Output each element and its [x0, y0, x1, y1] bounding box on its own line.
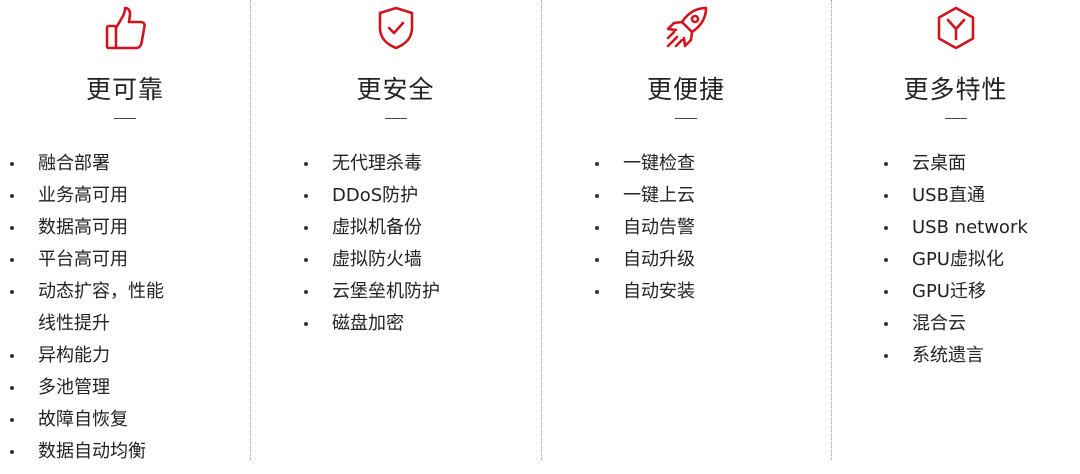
title-divider [114, 118, 136, 119]
thumbs-up-icon [105, 6, 146, 50]
list-item: 一键检查 [593, 148, 695, 180]
list-item: 自动安装 [593, 276, 695, 308]
rocket-icon [666, 6, 708, 48]
list-item: USB network [882, 212, 1028, 244]
feature-list: 融合部署 业务高可用 数据高可用 平台高可用 动态扩容，性能 线性提升 异构能力… [8, 148, 164, 468]
list-item: 平台高可用 [8, 244, 164, 276]
list-item: 云堡垒机防护 [302, 276, 440, 308]
list-item: 多池管理 [8, 372, 164, 404]
list-item: 业务高可用 [8, 180, 164, 212]
list-item: 融合部署 [8, 148, 164, 180]
list-item: DDoS防护 [302, 180, 440, 212]
hexagon-y-icon [937, 6, 974, 50]
title-divider [675, 118, 697, 119]
list-item: 异构能力 [8, 340, 164, 372]
list-item: GPU迁移 [882, 276, 1028, 308]
list-item: 虚拟防火墙 [302, 244, 440, 276]
list-item: USB直通 [882, 180, 1028, 212]
title-divider [944, 118, 967, 119]
list-item: 自动告警 [593, 212, 695, 244]
list-item: 虚拟机备份 [302, 212, 440, 244]
list-item: 无代理杀毒 [302, 148, 440, 180]
list-item: 磁盘加密 [302, 308, 440, 340]
list-item: GPU虚拟化 [882, 244, 1028, 276]
feature-column-convenient: 更便捷 一键检查 一键上云 自动告警 自动升级 自动安装 [541, 0, 831, 474]
feature-column-more: 更多特性 云桌面 USB直通 USB network GPU虚拟化 GPU迁移 … [831, 0, 1080, 474]
shield-check-icon [378, 6, 413, 50]
list-item: 数据自动均衡 [8, 436, 164, 468]
list-item: 自动升级 [593, 244, 695, 276]
list-item: 云桌面 [882, 148, 1028, 180]
feature-list: 云桌面 USB直通 USB network GPU虚拟化 GPU迁移 混合云 系… [882, 148, 1028, 372]
feature-column-secure: 更安全 无代理杀毒 DDoS防护 虚拟机备份 虚拟防火墙 云堡垒机防护 磁盘加密 [250, 0, 541, 474]
list-item: 数据高可用 [8, 212, 164, 244]
feature-list: 无代理杀毒 DDoS防护 虚拟机备份 虚拟防火墙 云堡垒机防护 磁盘加密 [302, 148, 440, 340]
column-title: 更便捷 [646, 75, 725, 104]
column-title: 更可靠 [85, 75, 164, 104]
list-item: 动态扩容，性能 线性提升 [8, 276, 164, 340]
list-item: 混合云 [882, 308, 1028, 340]
column-title: 更多特性 [903, 75, 1008, 104]
list-item: 故障自恢复 [8, 404, 164, 436]
feature-list: 一键检查 一键上云 自动告警 自动升级 自动安装 [593, 148, 695, 308]
column-title: 更安全 [356, 75, 435, 104]
feature-column-reliable: 更可靠 融合部署 业务高可用 数据高可用 平台高可用 动态扩容，性能 线性提升 … [0, 0, 250, 474]
list-item: 系统遗言 [882, 340, 1028, 372]
title-divider [384, 118, 407, 119]
list-item: 一键上云 [593, 180, 695, 212]
